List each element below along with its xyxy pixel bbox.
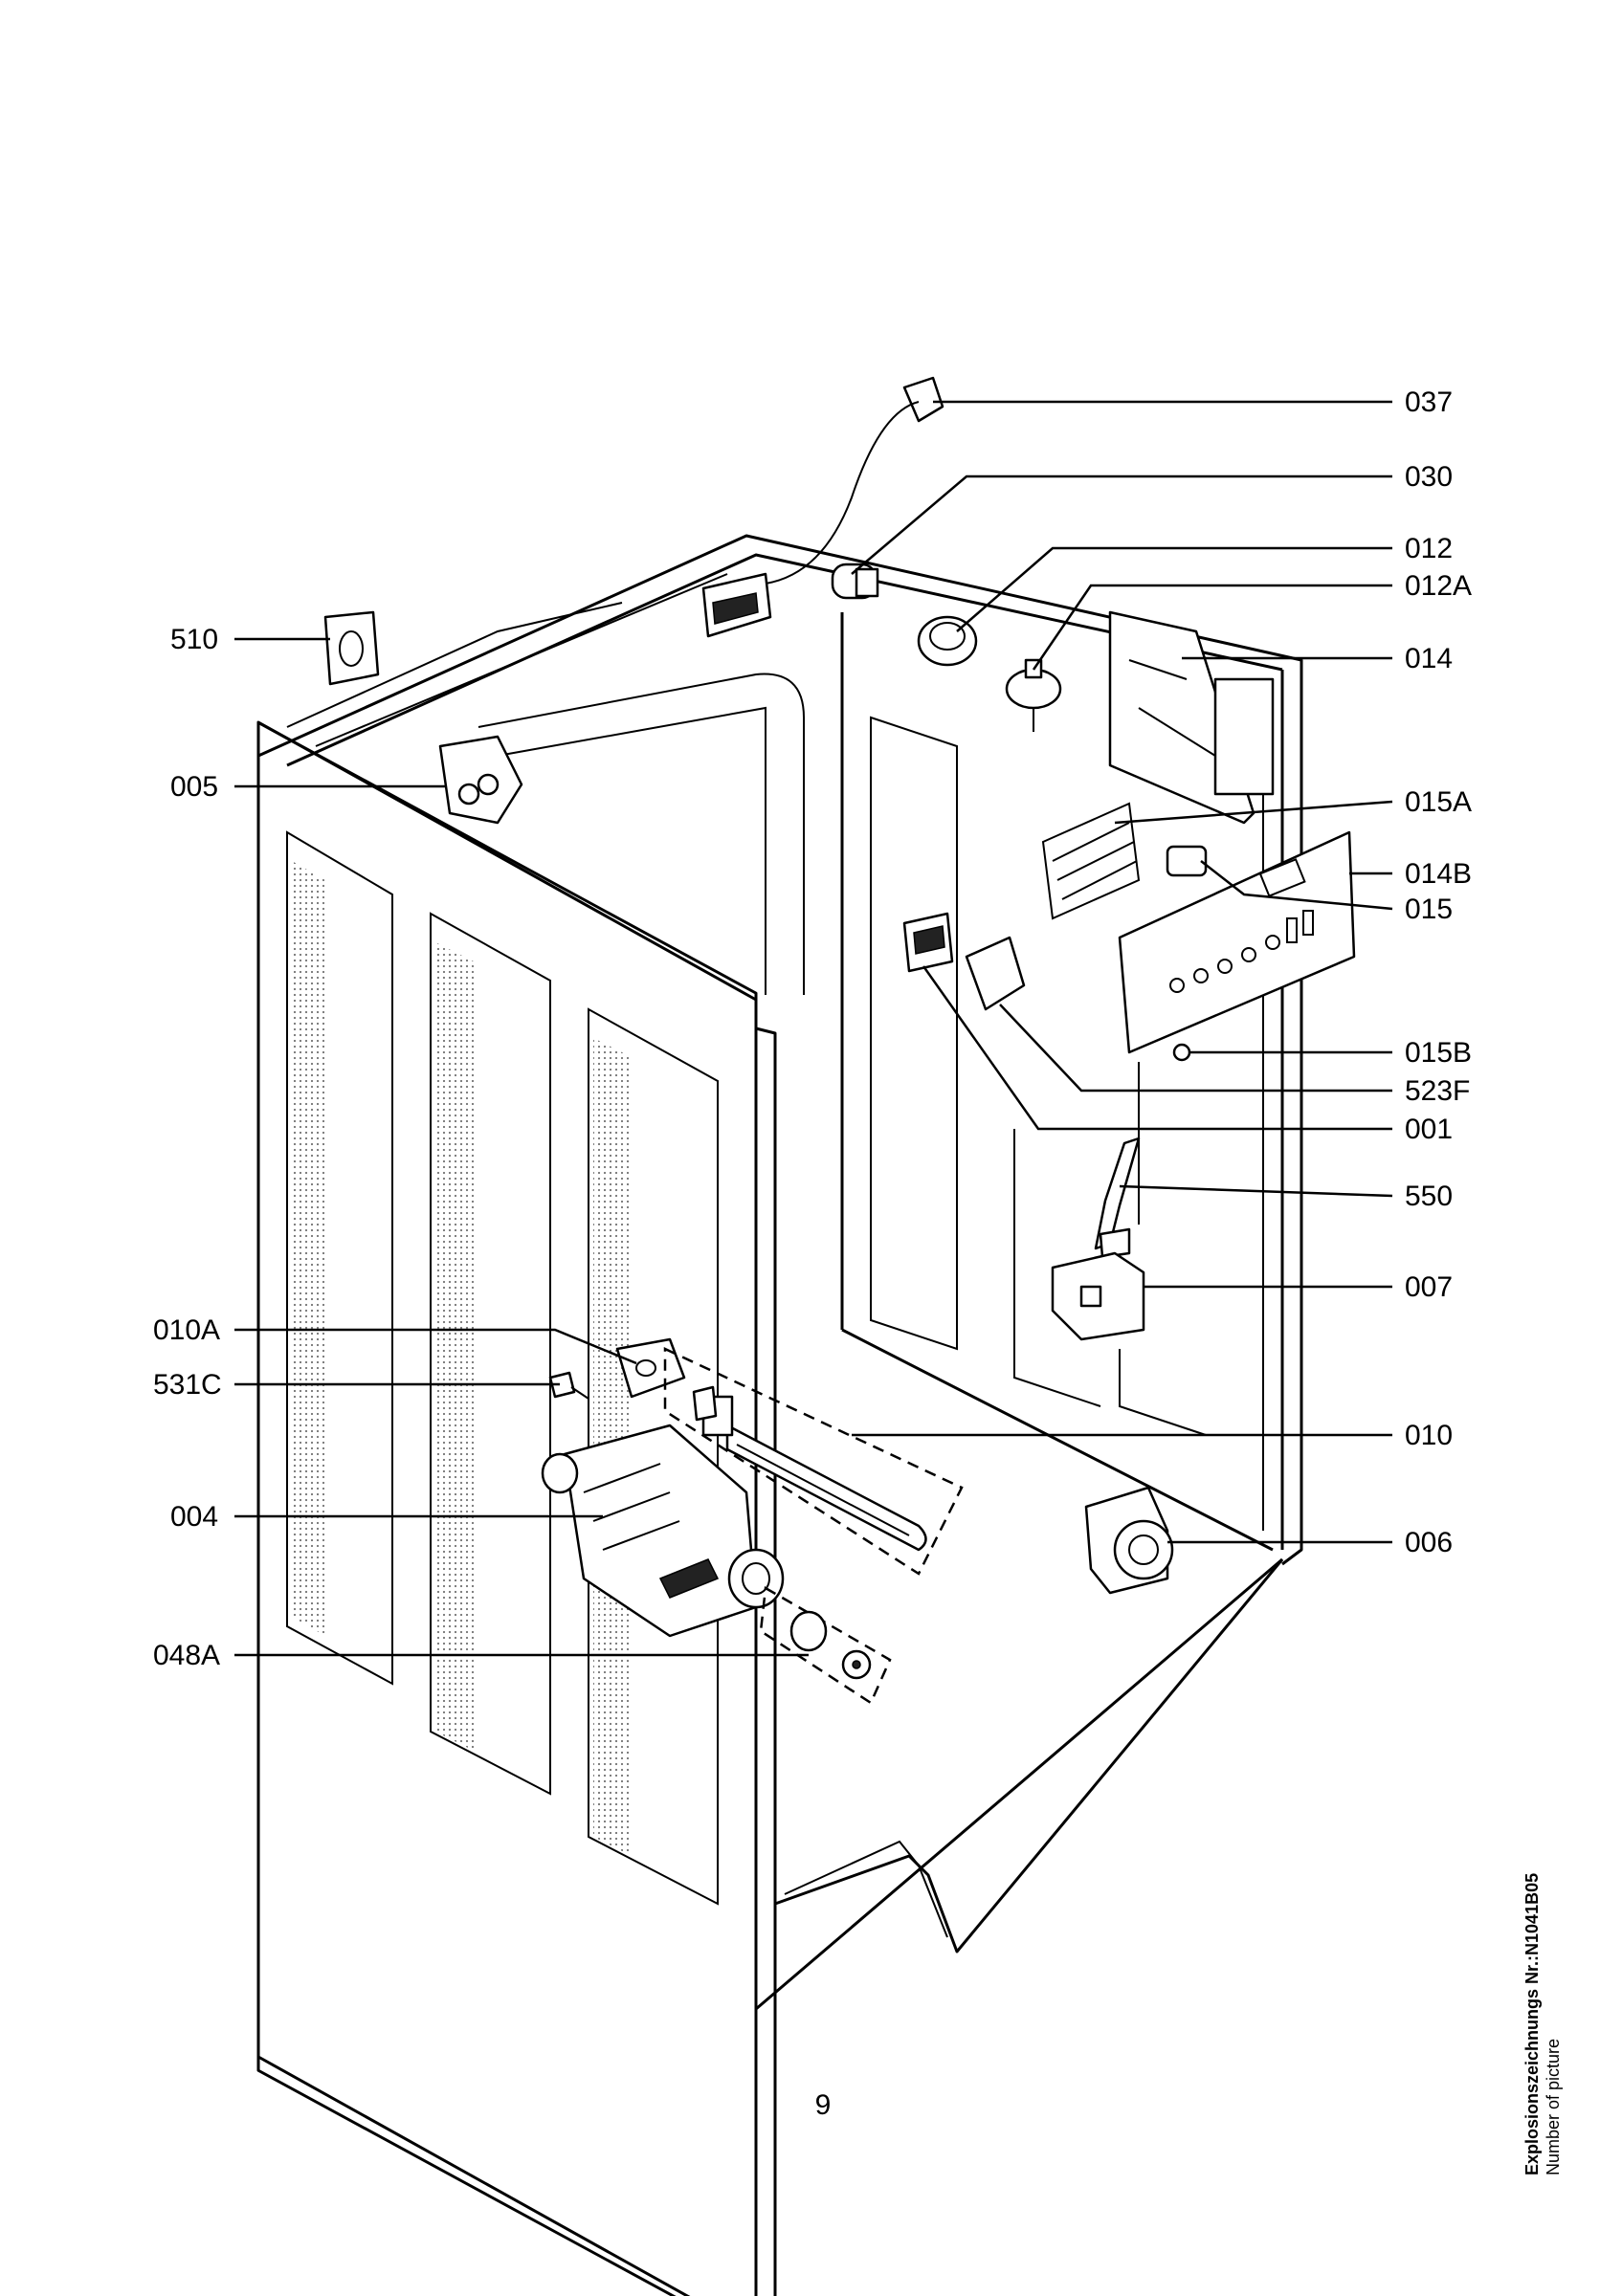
callout-550: 550	[1405, 1181, 1453, 1212]
inlet-valve-icon	[438, 735, 523, 825]
callout-001: 001	[1405, 1114, 1453, 1145]
callout-006: 006	[1405, 1527, 1453, 1558]
door-lever-icon	[1094, 1137, 1141, 1259]
main-switch-icon	[902, 912, 954, 973]
callout-015b: 015B	[1405, 1037, 1472, 1069]
callout-030: 030	[1405, 461, 1453, 493]
picture-number-label-de: Explosionszeichnungs Nr.:N1041B05	[1522, 1872, 1542, 2175]
callout-labels: 037 030 012 012A 510 014 005 015A 014B 0…	[153, 386, 1472, 1671]
drain-pump-icon	[1084, 1486, 1174, 1595]
callout-014b: 014B	[1405, 858, 1472, 890]
picture-number-label-en: Number of picture	[1544, 2038, 1563, 2175]
cabinet-frame	[256, 534, 1303, 2296]
callout-523f: 523F	[1405, 1075, 1470, 1107]
mains-plug-icon	[765, 376, 944, 585]
control-panel-icon	[1118, 830, 1356, 1054]
callout-531c: 531C	[153, 1369, 222, 1401]
pressure-switch-icon	[917, 615, 978, 667]
capacitor-icon	[831, 563, 879, 600]
callout-048a: 048A	[153, 1640, 220, 1671]
small-knob-icon	[1172, 1043, 1191, 1062]
callout-010: 010	[1405, 1420, 1453, 1451]
callout-012: 012	[1405, 533, 1453, 564]
callout-010a: 010A	[153, 1314, 220, 1346]
callout-005: 005	[170, 771, 218, 803]
callout-015: 015	[1405, 894, 1453, 925]
motor-icon	[541, 1424, 785, 1638]
callout-015a: 015A	[1405, 786, 1472, 818]
picture-number-block: Explosionszeichnungs Nr.:N1041B05 Number…	[1522, 1793, 1564, 2175]
callout-004: 004	[170, 1501, 218, 1533]
leader-lines	[234, 400, 1393, 1657]
parts	[323, 376, 1356, 1705]
heating-element-icon	[663, 1347, 964, 1576]
control-module-icon	[1108, 610, 1275, 825]
heater-bracket-icon	[615, 1337, 686, 1399]
door-lock-icon	[1051, 1251, 1145, 1341]
tacho-generator-icon	[759, 1585, 892, 1705]
gasket-icon	[323, 610, 380, 686]
screw-icon	[548, 1371, 589, 1400]
callout-037: 037	[1405, 386, 1453, 418]
pressure-switch-secondary-icon	[1005, 658, 1062, 732]
terminal-block-icon	[701, 572, 772, 638]
push-button-icon	[1166, 845, 1208, 877]
callout-014: 014	[1405, 643, 1453, 674]
callout-012a: 012A	[1405, 570, 1472, 602]
connector-comb-icon	[1041, 802, 1141, 920]
callout-007: 007	[1405, 1271, 1453, 1303]
callout-510: 510	[170, 624, 218, 655]
page-number: 9	[814, 2089, 832, 2121]
interference-filter-icon	[965, 936, 1026, 1011]
